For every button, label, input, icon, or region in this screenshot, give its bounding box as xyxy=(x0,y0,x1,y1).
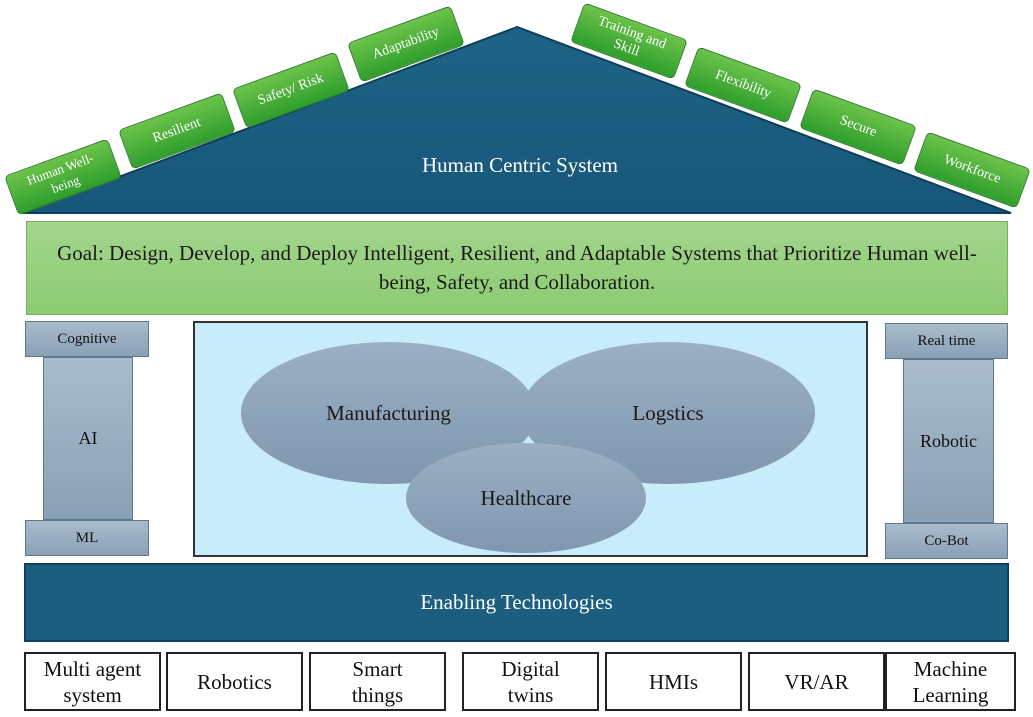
roof-shape xyxy=(22,25,1012,214)
tech-digital-twins: Digital twins xyxy=(462,652,599,711)
domain-logistics-label: Logstics xyxy=(632,400,704,425)
domain-manufacturing-label: Manufacturing xyxy=(326,400,451,425)
enabling-technologies-foundation: Enabling Technologies xyxy=(24,563,1009,642)
tech-machine-learning: Machine Learning xyxy=(885,652,1016,711)
tech-vr-ar: VR/AR xyxy=(748,652,885,711)
right-pillar-top-real-time: Real time xyxy=(885,323,1008,359)
left-pillar-bottom-ml: ML xyxy=(25,520,149,556)
domain-healthcare-label: Healthcare xyxy=(480,485,572,510)
tech-robotics: Robotics xyxy=(166,652,303,711)
domain-healthcare: Healthcare xyxy=(406,443,646,553)
left-pillar-top-cognitive: Cognitive xyxy=(25,321,149,357)
goal-statement: Goal: Design, Develop, and Deploy Intell… xyxy=(26,221,1008,315)
tech-multi-agent-system: Multi agent system xyxy=(24,652,161,711)
right-pillar-robotic: Robotic xyxy=(903,359,994,523)
right-pillar-bottom-co-bot: Co-Bot xyxy=(885,523,1008,559)
tech-hmis: HMIs xyxy=(605,652,742,711)
roof-title: Human Centric System xyxy=(422,153,618,177)
application-domains-panel: Manufacturing Logstics Healthcare xyxy=(193,321,868,557)
tech-smart-things: Smart things xyxy=(309,652,446,711)
left-pillar-ai: AI xyxy=(43,357,133,520)
